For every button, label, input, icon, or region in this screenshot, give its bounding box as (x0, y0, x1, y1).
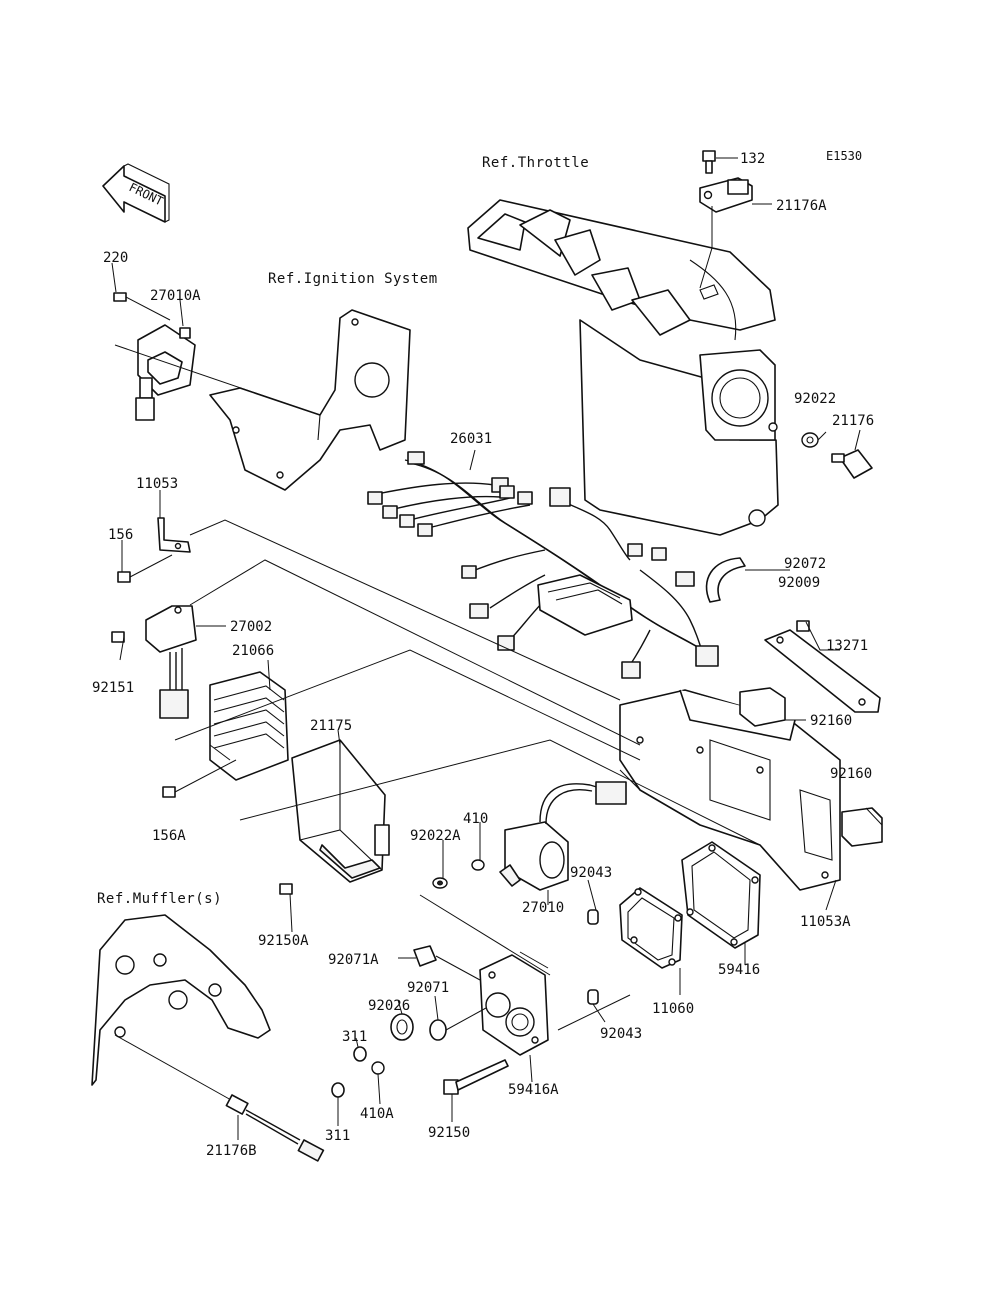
label-21176: 21176 (832, 413, 874, 429)
diagram-code: E1530 (826, 149, 862, 163)
label-92026: 92026 (368, 998, 410, 1014)
unit-27002 (145, 605, 197, 719)
bracket-13271 (764, 620, 881, 713)
label-21066: 21066 (232, 643, 274, 659)
label-11053: 11053 (136, 476, 178, 492)
pin-92043b (587, 989, 599, 1005)
label-92022: 92022 (794, 391, 836, 407)
wire-harness-26031 (367, 451, 719, 679)
label-27002: 27002 (230, 619, 272, 635)
grommet-92071 (429, 1019, 447, 1041)
bolt-156A (162, 786, 176, 798)
label-92072: 92072 (784, 556, 826, 572)
nut-311a (353, 1046, 367, 1062)
seal-92026 (390, 1013, 414, 1041)
label-92043a: 92043 (570, 865, 612, 881)
label-92160a: 92160 (810, 713, 852, 729)
cover-59416A (479, 954, 549, 1056)
label-311b: 311 (325, 1128, 350, 1144)
ref-throttle: Ref.Throttle (482, 155, 589, 171)
label-156: 156 (108, 527, 133, 543)
sensor-21176 (831, 449, 873, 479)
bolt-92150 (443, 1059, 509, 1095)
label-92009: 92009 (778, 575, 820, 591)
throttle-body (467, 199, 779, 536)
washer-410A (371, 1061, 385, 1075)
cable-tie-92072 (705, 557, 746, 603)
label-21175: 21175 (310, 718, 352, 734)
label-13271: 13271 (826, 638, 868, 654)
washer-410 (471, 859, 485, 871)
bolt-92151 (111, 631, 125, 643)
label-92071A: 92071A (328, 952, 379, 968)
washer-92022A (432, 877, 448, 889)
ecu-21175 (291, 739, 390, 883)
front-arrow-icon: FRONT (102, 163, 170, 223)
bolt-156 (117, 571, 131, 583)
bolt-132 (702, 150, 716, 174)
ignition-bracket (209, 309, 411, 491)
grommet-92071A (413, 945, 437, 967)
label-11060: 11060 (652, 1001, 694, 1017)
label-27010A: 27010A (150, 288, 201, 304)
nut-311b (331, 1082, 345, 1098)
switch-27010 (499, 781, 627, 891)
pin-92043a (587, 909, 599, 925)
sensor-21176B (225, 1094, 325, 1162)
label-92043b: 92043 (600, 1026, 642, 1042)
ref-muffler: Ref.Muffler(s) (97, 891, 222, 907)
label-27010: 27010 (522, 900, 564, 916)
label-92160b: 92160 (830, 766, 872, 782)
muffler-outline (91, 914, 271, 1086)
label-311a: 311 (342, 1029, 367, 1045)
label-156A: 156A (152, 828, 186, 844)
gasket-11060 (619, 887, 683, 969)
pad-92160a (739, 687, 786, 727)
label-21176A: 21176A (776, 198, 827, 214)
label-92071: 92071 (407, 980, 449, 996)
housing-59416 (681, 841, 761, 949)
label-59416: 59416 (718, 962, 760, 978)
label-59416A: 59416A (508, 1082, 559, 1098)
label-11053A: 11053A (800, 914, 851, 930)
washer-92022 (801, 432, 819, 448)
label-92022A: 92022A (410, 828, 461, 844)
label-92151: 92151 (92, 680, 134, 696)
label-220: 220 (103, 250, 128, 266)
label-92150A: 92150A (258, 933, 309, 949)
label-92150: 92150 (428, 1125, 470, 1141)
sensor-21176A (699, 177, 753, 213)
label-26031: 26031 (450, 431, 492, 447)
label-410: 410 (463, 811, 488, 827)
switch-27010A (113, 292, 196, 421)
label-21176B: 21176B (206, 1143, 257, 1159)
label-132: 132 (740, 151, 765, 167)
pad-92160b (841, 807, 883, 847)
ref-ignition: Ref.Ignition System (268, 271, 438, 287)
label-410A: 410A (360, 1106, 394, 1122)
bracket-11053 (157, 517, 191, 553)
bolt-92150A (279, 883, 293, 895)
regulator-21066 (209, 671, 289, 781)
